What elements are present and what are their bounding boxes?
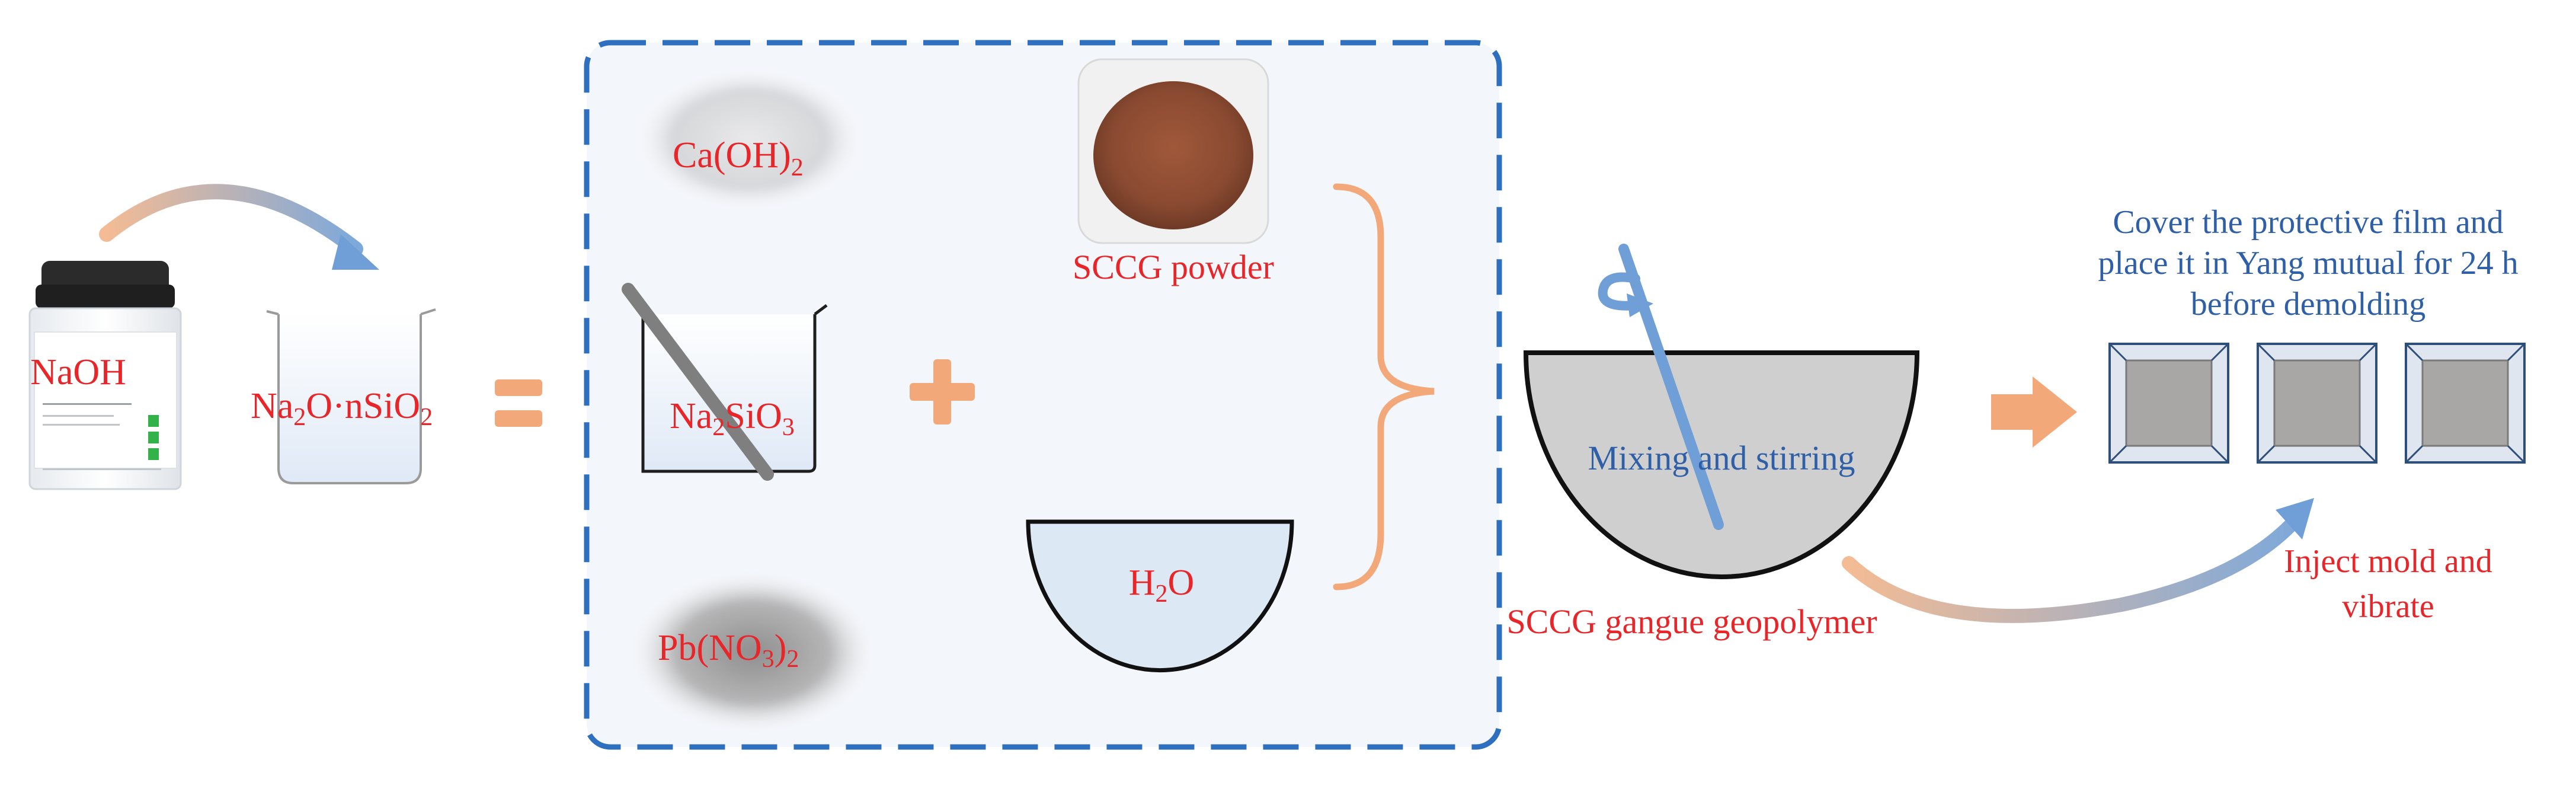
block-arrow-right [1991,376,2077,448]
sccg-powder-label: SCCG powder [1073,248,1274,286]
calcium-hydroxide-powder [631,65,868,213]
calcium-hydroxide-label: Ca(OH)2 [673,135,804,181]
combine-brace [1333,183,1435,590]
beaker-sodium-metasilicate [622,283,828,481]
naoh-label: NaOH [30,352,126,392]
rotate-icon [1598,272,1640,311]
cover-instruction-line2: place it in Yang mutual for 24 h [2098,245,2518,282]
curved-arrow-2 [1842,509,2306,623]
mold-3 [2405,343,2526,464]
lead-nitrate-label: Pb(NO3)2 [658,628,799,673]
lead-nitrate-powder [625,569,880,735]
curved-arrow-1 [99,184,363,257]
equals-sign [495,379,542,427]
mold-2 [2257,343,2377,464]
arrow-head-2 [2276,498,2314,539]
mold-1 [2108,343,2229,464]
water-label: H2O [1129,563,1195,608]
beaker-sodium-silicate [266,308,436,484]
sodium-metasilicate-label: Na2SiO3 [670,396,795,441]
geopolymer-label: SCCG gangue geopolymer [1506,602,1877,641]
sodium-silicate-label: Na2O·nSiO2 [251,386,433,431]
cover-instruction-line3: before demolding [2191,286,2426,323]
inject-instruction-line2: vibrate [2342,588,2434,625]
plus-sign [910,359,975,424]
water-bowl [1026,519,1294,673]
inject-instruction-line1: Inject mold and [2284,543,2492,580]
naoh-bottle [28,261,182,490]
mixing-label: Mixing and stirring [1588,439,1855,477]
sccg-powder-image [1077,58,1269,244]
cover-instruction-line1: Cover the protective film and [2113,204,2503,241]
stirring-rod [1618,244,1724,530]
arrow-head-1 [332,234,379,270]
mixing-bowl [1523,350,1920,579]
